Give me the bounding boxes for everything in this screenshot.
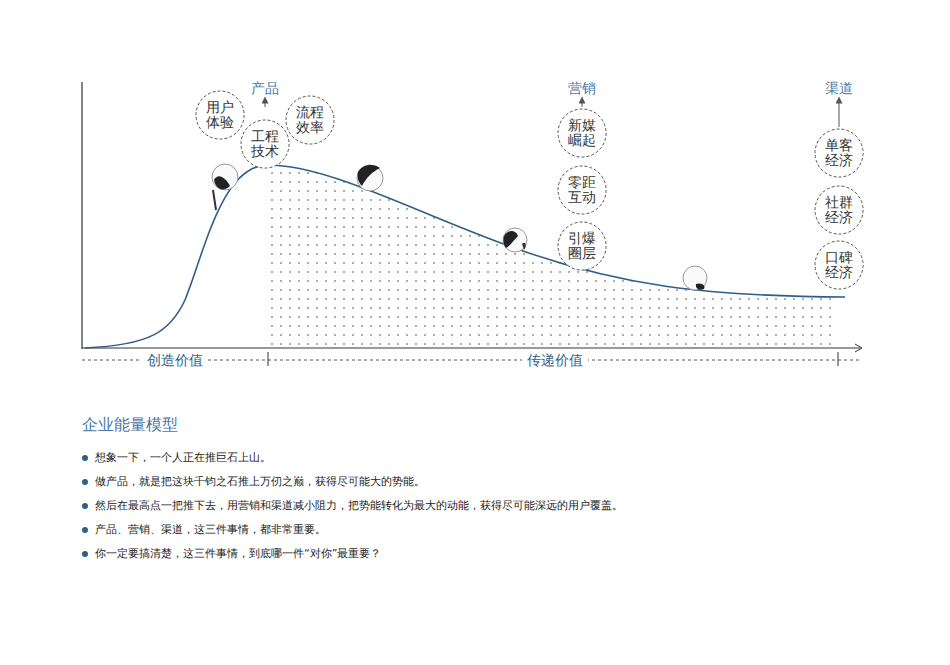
dotted-area: [268, 165, 838, 348]
column-head: 渠道: [825, 80, 853, 97]
diagram-title: 企业能量模型: [82, 415, 178, 436]
up-arrow: [265, 100, 266, 107]
up-arrow: [582, 100, 583, 107]
bullet-text: 想象一下，一个人正在推巨石上山。: [95, 451, 271, 464]
node-text: 社群经济: [825, 195, 854, 226]
dashed-circle-node: 零距互动: [557, 165, 607, 215]
energy-curve: [85, 165, 845, 348]
node-text: 引爆圈层: [568, 231, 597, 262]
dashed-circle-node: 社群经济: [814, 185, 864, 235]
bullet-dot: [82, 527, 88, 533]
segment-tick: [268, 352, 269, 366]
axis-arrow: [855, 344, 862, 352]
node-text: 零距互动: [568, 175, 597, 206]
segment-label: 传递价值: [522, 352, 588, 369]
boulder: [503, 228, 527, 252]
dashed-circle-node: 新媒崛起: [557, 108, 607, 158]
dashed-circle-node: 工程技术: [240, 119, 290, 169]
node-text: 口碑经济: [825, 250, 854, 281]
node-text: 用户体验: [206, 100, 235, 131]
node-text: 新媒崛起: [568, 118, 597, 149]
boulder: [357, 165, 383, 191]
up-arrow: [839, 100, 840, 127]
bullet-dot: [82, 455, 88, 461]
bullet-text: 做产品，就是把这块千钧之石推上万仞之巅，获得尽可能大的势能。: [95, 475, 425, 488]
boulder: [683, 266, 707, 290]
dashed-circle-node: 引爆圈层: [557, 221, 607, 271]
dashed-circle-node: 单客经济: [814, 128, 864, 178]
bullet-text: 你一定要搞清楚，这三件事情，到底哪一件“对你”最重要？: [95, 547, 381, 560]
segment-label: 创造价值: [142, 352, 208, 369]
column-head: 产品: [251, 80, 279, 97]
dashed-circle-node: 口碑经济: [814, 240, 864, 290]
node-text: 工程技术: [251, 129, 280, 160]
node-text: 单客经济: [825, 138, 854, 169]
column-head: 营销: [568, 80, 596, 97]
bullet-dot: [82, 551, 88, 557]
bullet-text: 然后在最高点一把推下去，用营销和渠道减小阻力，把势能转化为最大的动能，获得尽可能…: [95, 499, 623, 512]
y-axis: [81, 82, 82, 349]
boulder: [212, 164, 238, 210]
node-text: 流程效率: [296, 105, 325, 136]
bullet-dot: [82, 503, 88, 509]
bullet-dot: [82, 479, 88, 485]
segment-tick: [838, 352, 839, 366]
dashed-circle-node: 用户体验: [195, 90, 245, 140]
dashed-circle-node: 流程效率: [285, 95, 335, 145]
x-axis: [82, 347, 860, 348]
bullet-text: 产品、营销、渠道，这三件事情，都非常重要。: [95, 523, 326, 536]
